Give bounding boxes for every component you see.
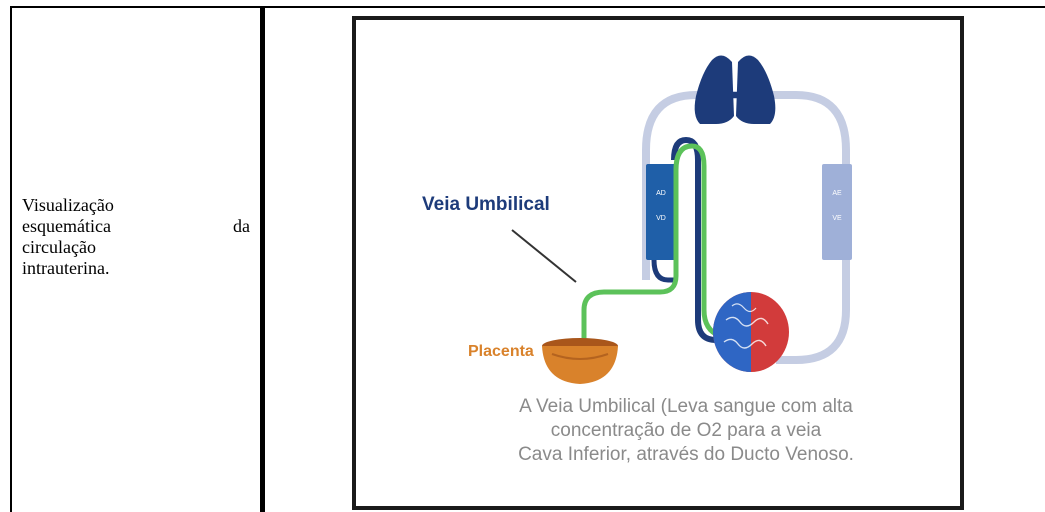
- table-border-top: [10, 6, 1045, 8]
- note-line-2: concentração de O2 para a veia: [551, 420, 822, 441]
- pointer-line: [512, 230, 576, 282]
- placenta-icon: [542, 338, 618, 384]
- table-border-left: [10, 6, 12, 512]
- table-cell-caption: Visualização esquemática da circulação i…: [22, 195, 250, 279]
- diagram-figure: AD VD AE VE Veia Umbilical: [352, 16, 964, 510]
- note-line-3: Cava Inferior, através do Ducto Venoso.: [518, 444, 854, 465]
- heart-right-chambers: AE VE: [822, 164, 852, 260]
- label-vd: VD: [656, 215, 666, 222]
- lungs-icon: [695, 55, 776, 124]
- label-veia-umbilical: Veia Umbilical: [422, 194, 550, 215]
- note-line-1: A Veia Umbilical (Leva sangue com alta: [519, 396, 853, 417]
- table-column-divider: [260, 6, 265, 512]
- label-ad: AD: [656, 190, 666, 197]
- caption-word-da: da: [233, 216, 250, 237]
- label-placenta: Placenta: [468, 343, 534, 360]
- caption-line-3: circulação: [22, 237, 250, 258]
- caption-line-1: Visualização: [22, 195, 250, 216]
- label-ae: AE: [832, 190, 842, 197]
- caption-line-4: intrauterina.: [22, 258, 250, 279]
- organ-icon: [713, 292, 789, 372]
- caption-line-2: esquemática da: [22, 216, 250, 237]
- fetal-circulation-diagram: AD VD AE VE Veia Umbilical: [356, 20, 960, 506]
- heart-left-chambers: AD VD: [646, 164, 676, 260]
- caption-word-esquematica: esquemática: [22, 216, 111, 237]
- vessel-navy: [674, 140, 716, 340]
- label-ve: VE: [832, 215, 842, 222]
